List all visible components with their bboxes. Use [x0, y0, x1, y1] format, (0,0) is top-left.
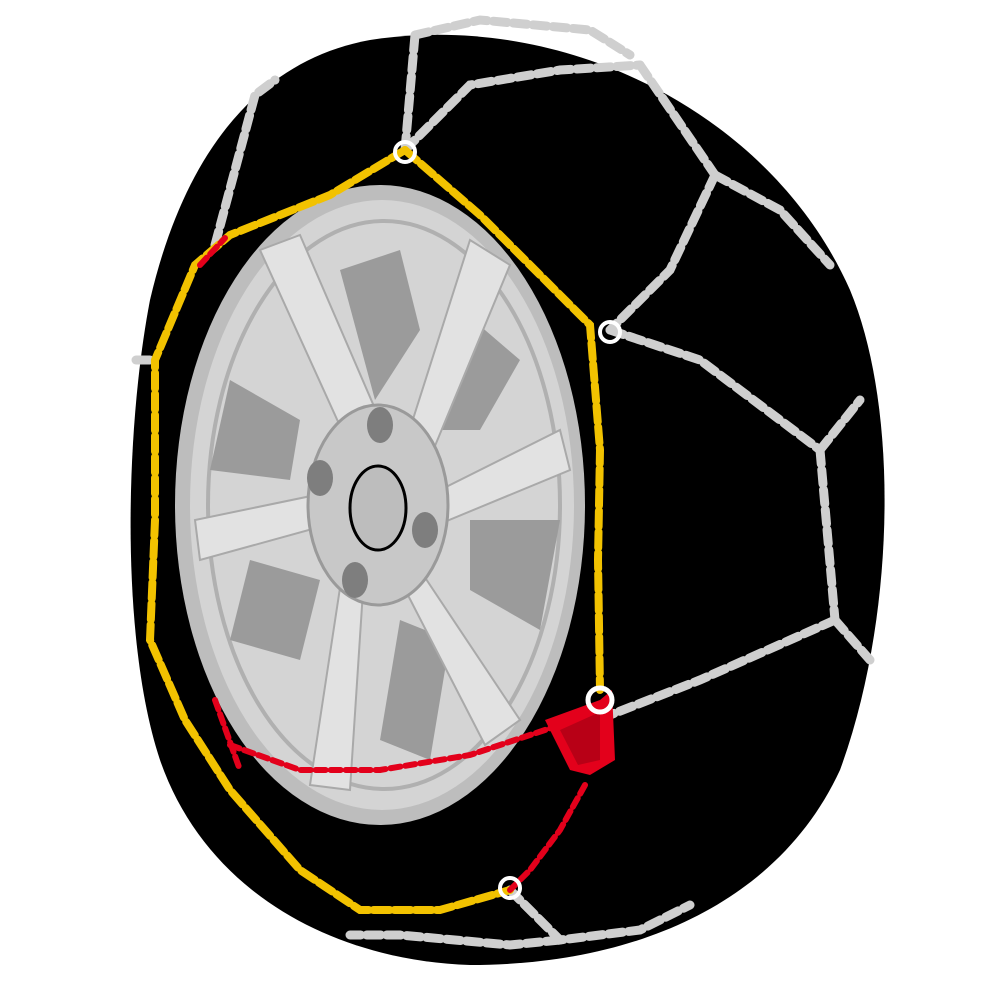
red-tensioner	[393, 140, 622, 900]
red-tensioner-chain	[197, 235, 588, 893]
tensioner-ring	[585, 685, 615, 715]
connector-ring	[598, 320, 622, 344]
lug-nut	[367, 407, 393, 443]
lug-nut	[412, 512, 438, 548]
wheel-rim	[175, 185, 585, 825]
center-cap	[348, 464, 408, 552]
lug-nut	[307, 460, 333, 496]
connector-ring	[393, 140, 417, 164]
spoke-openings	[210, 250, 560, 760]
wheel-hub	[306, 403, 450, 607]
lug-nut	[342, 562, 368, 598]
yellow-side-chain	[145, 146, 605, 914]
connector-ring	[498, 876, 522, 900]
tread-chain-net	[125, 15, 875, 950]
rim-inner-ring	[206, 219, 562, 791]
